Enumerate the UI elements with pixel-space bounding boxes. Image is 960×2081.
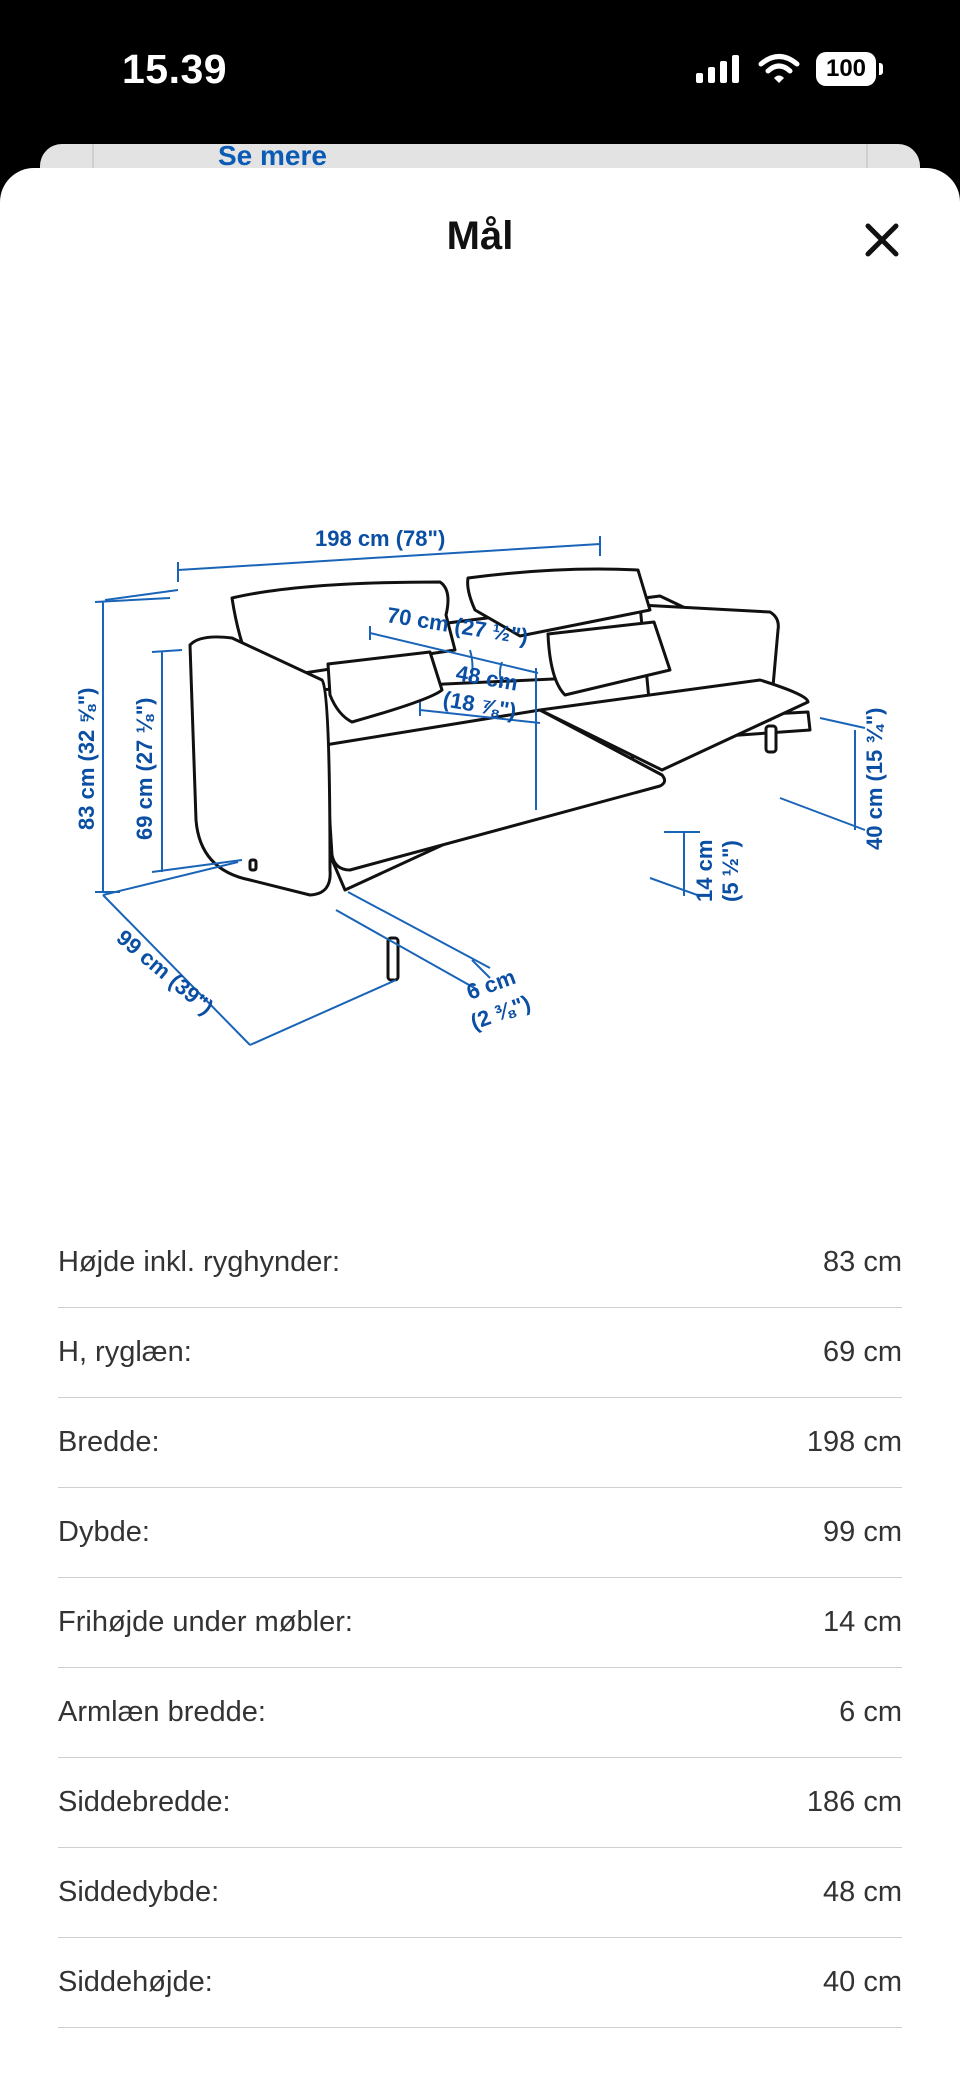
spec-value: 69 cm — [823, 1336, 902, 1368]
spec-label: H, ryglæn: — [58, 1336, 192, 1368]
spec-label: Siddedybde: — [58, 1876, 220, 1908]
signal-icon — [696, 55, 739, 83]
spec-row-seat-width: Siddebredde: 186 cm — [58, 1758, 902, 1848]
spec-value: 48 cm — [823, 1876, 902, 1908]
depth-label: 99 cm (39") — [112, 925, 218, 1020]
dimensions-sheet: Mål — [0, 168, 960, 2081]
spec-label: Siddebredde: — [58, 1786, 231, 1818]
spec-label: Bredde: — [58, 1426, 160, 1458]
clearance-in-label: (5 ½") — [718, 840, 743, 902]
spec-row-seat-height: Siddehøjde: 40 cm — [58, 1938, 902, 2028]
spec-label: Armlæn bredde: — [58, 1696, 266, 1728]
spec-row-width: Bredde: 198 cm — [58, 1398, 902, 1488]
battery-level: 100 — [825, 55, 867, 82]
seat-height-label: 40 cm (15 ¾") — [862, 707, 887, 850]
spec-label: Siddehøjde: — [58, 1966, 213, 1998]
spec-row-seat-depth: Siddedybde: 48 cm — [58, 1848, 902, 1938]
clearance-cm-label: 14 cm — [692, 840, 717, 902]
status-icons: 100 — [694, 52, 883, 86]
dimension-spec-list: Højde inkl. ryghynder: 83 cm H, ryglæn: … — [58, 1218, 902, 2028]
total-height-label: 83 cm (32 ⅝") — [74, 687, 99, 830]
spec-row-depth: Dybde: 99 cm — [58, 1488, 902, 1578]
spec-row-clearance: Frihøjde under møbler: 14 cm — [58, 1578, 902, 1668]
battery-icon: 100 — [816, 52, 883, 86]
back-height-label: 69 cm (27 ⅛") — [132, 697, 157, 840]
sheet-title: Mål — [446, 214, 514, 258]
spec-row-total-height: Højde inkl. ryghynder: 83 cm — [58, 1218, 902, 1308]
close-button[interactable] — [858, 216, 906, 264]
wifi-icon — [758, 54, 800, 83]
sofa-dimension-diagram: 198 cm (78") 83 cm (32 ⅝") 69 cm (27 ⅛")… — [74, 526, 887, 1046]
spec-label: Dybde: — [58, 1516, 150, 1548]
spec-value: 6 cm — [839, 1696, 902, 1728]
spec-value: 99 cm — [823, 1516, 902, 1548]
spec-value: 198 cm — [806, 1426, 902, 1458]
spec-label: Højde inkl. ryghynder: — [58, 1246, 341, 1278]
sofa-outline — [188, 567, 812, 982]
spec-value: 186 cm — [806, 1786, 902, 1818]
spec-value: 14 cm — [823, 1606, 902, 1638]
spec-label: Frihøjde under møbler: — [58, 1606, 353, 1638]
status-time: 15.39 — [122, 46, 228, 92]
spec-row-armrest-width: Armlæn bredde: 6 cm — [58, 1668, 902, 1758]
spec-value: 40 cm — [823, 1966, 902, 1998]
spec-row-back-height: H, ryglæn: 69 cm — [58, 1308, 902, 1398]
close-icon — [865, 223, 899, 257]
see-more-link[interactable]: Se mere — [218, 140, 327, 171]
spec-value: 83 cm — [823, 1246, 902, 1278]
dimension-lines — [94, 536, 866, 1046]
status-bar: 15.39 100 — [0, 0, 960, 140]
width-label: 198 cm (78") — [315, 526, 445, 551]
